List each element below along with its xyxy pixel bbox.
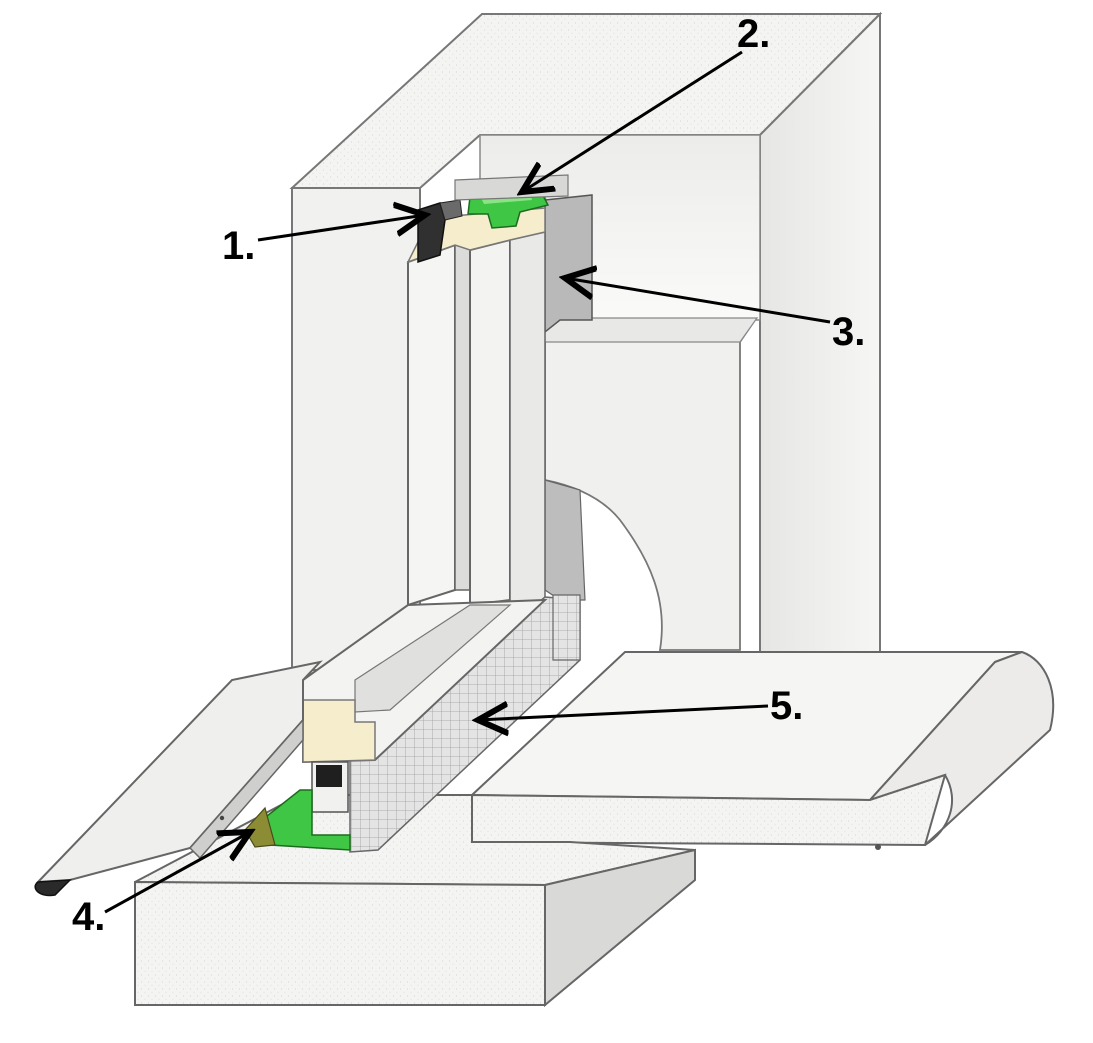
vapour-tape-lower xyxy=(544,479,586,601)
callout-label-3: 3. xyxy=(832,310,866,354)
callout-label-1: 1. xyxy=(222,224,256,268)
frame-middle xyxy=(454,244,471,591)
callout-label-5: 5. xyxy=(770,684,804,728)
mesh-tape-upper xyxy=(552,594,581,661)
arrow-2 xyxy=(522,50,743,192)
outer-tape-light xyxy=(439,199,463,221)
lower-foam xyxy=(302,699,376,763)
sill-screw xyxy=(219,815,225,821)
outer-black-tape xyxy=(417,202,446,264)
ext-sill-top xyxy=(35,660,323,884)
inner-reveal xyxy=(544,317,759,651)
inner-window-board xyxy=(469,650,1055,850)
frame-inner xyxy=(469,238,511,607)
ext-sill-front xyxy=(188,718,304,860)
arrow-1 xyxy=(257,215,425,242)
frame-inner-right xyxy=(509,231,546,606)
green-sealant-bottom xyxy=(261,789,351,851)
mesh-tape xyxy=(349,594,581,853)
lower-black-insert xyxy=(316,765,342,787)
board-drip-notch xyxy=(875,844,881,850)
arrow-3 xyxy=(565,278,831,324)
lower-frame xyxy=(244,598,548,851)
upper-wall-front-face xyxy=(291,187,421,671)
exterior-sill xyxy=(34,660,323,897)
callout-arrows xyxy=(104,50,831,914)
window-frame xyxy=(406,174,569,607)
callout-label-2: 2. xyxy=(737,12,771,56)
vapour-tape-vertical xyxy=(544,194,593,334)
frame-outer-left xyxy=(407,243,456,607)
inner-reveal-top-edge xyxy=(544,317,759,343)
frame-top-edge xyxy=(454,174,569,201)
callout-label-4: 4. xyxy=(72,895,106,939)
lower-wall-front xyxy=(134,880,546,1006)
arrow-4 xyxy=(104,832,250,914)
arrow-5 xyxy=(478,706,769,720)
ext-sill-drip xyxy=(34,879,72,897)
